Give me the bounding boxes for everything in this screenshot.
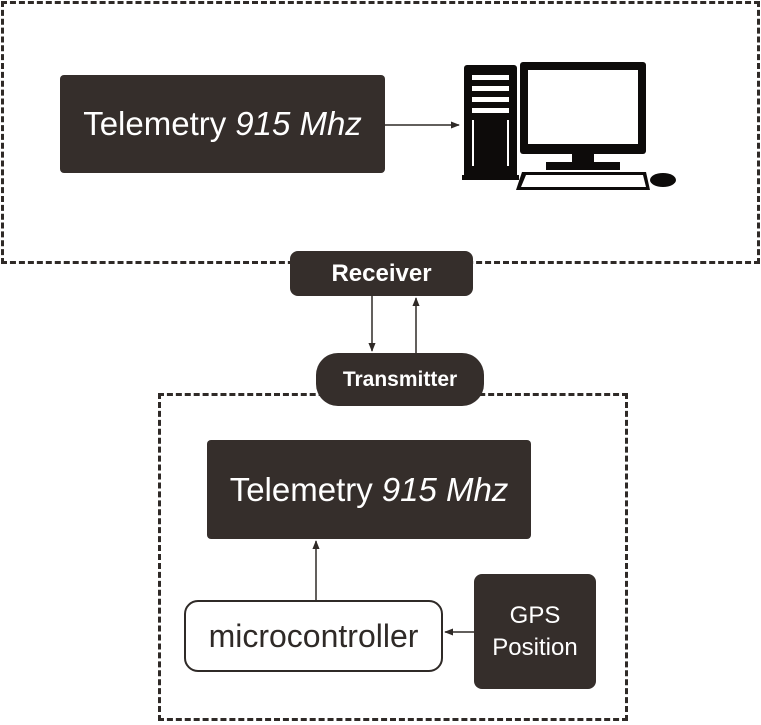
air-telemetry-block: Telemetry 915 Mhz (207, 440, 531, 539)
transmitter-block: Transmitter (316, 353, 484, 406)
air-telemetry-label: Telemetry (229, 470, 373, 508)
ground-telemetry-frequency: 915 Mhz (235, 105, 362, 142)
receiver-block: Receiver (290, 251, 473, 296)
gps-position-block: GPS Position (474, 574, 596, 689)
microcontroller-block: microcontroller (184, 600, 443, 672)
transmitter-label: Transmitter (342, 367, 458, 391)
ground-telemetry-block: Telemetry 915 Mhz (60, 75, 385, 173)
gps-label-line1: GPS (509, 601, 561, 629)
receiver-label: Receiver (331, 259, 432, 287)
gps-label-line2: Position (492, 633, 578, 661)
ground-telemetry-label: Telemetry (83, 105, 227, 142)
air-telemetry-frequency: 915 Mhz (381, 470, 509, 508)
microcontroller-label: microcontroller (208, 617, 419, 654)
